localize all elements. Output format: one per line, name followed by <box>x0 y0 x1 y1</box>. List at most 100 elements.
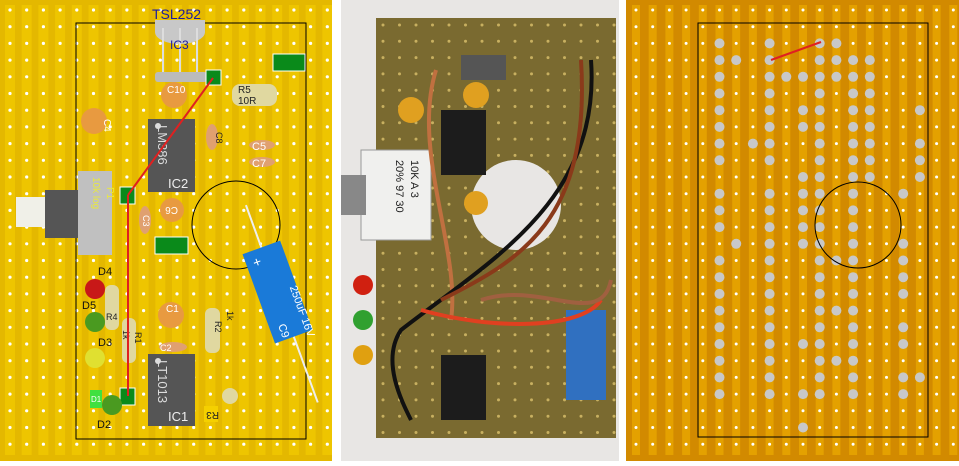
hole <box>108 375 112 379</box>
hole <box>651 392 655 396</box>
potentiometer-p1 <box>78 171 112 255</box>
solder-joint <box>714 322 725 333</box>
hole <box>258 442 263 446</box>
solder-joint <box>814 389 825 400</box>
hole <box>431 268 434 271</box>
hole <box>885 259 888 262</box>
hole <box>431 39 434 43</box>
hole <box>513 316 517 320</box>
hole <box>801 92 805 95</box>
solder-joint <box>848 255 859 266</box>
hole <box>414 300 418 304</box>
hole <box>579 284 583 288</box>
hole <box>25 125 29 129</box>
hole <box>530 365 533 369</box>
hole <box>41 425 46 430</box>
hole <box>935 108 939 112</box>
hole <box>834 92 838 95</box>
hole <box>634 108 638 112</box>
hole <box>563 88 566 92</box>
hole <box>258 8 263 12</box>
hole <box>192 292 196 296</box>
hole <box>192 325 196 329</box>
strip <box>648 5 657 455</box>
hole <box>718 426 721 429</box>
hole <box>634 75 638 79</box>
hole <box>309 442 313 446</box>
hole <box>868 225 872 229</box>
hole <box>530 300 533 304</box>
strip <box>832 5 841 455</box>
solder-joint <box>814 272 825 283</box>
hole <box>108 158 112 162</box>
hole <box>292 158 296 162</box>
c10-label: C10 <box>167 85 186 96</box>
hole <box>530 414 533 418</box>
hole <box>225 409 229 413</box>
hole <box>325 309 329 313</box>
hole <box>381 88 385 92</box>
hole <box>801 142 805 146</box>
hole <box>497 88 500 92</box>
hole <box>951 208 955 212</box>
hole <box>734 342 738 346</box>
hole <box>242 342 246 346</box>
solder-joint <box>848 372 859 383</box>
hole <box>784 426 788 429</box>
hole <box>834 342 838 346</box>
hole <box>497 121 500 125</box>
copper-svg <box>626 0 959 461</box>
hole <box>41 258 46 263</box>
hole <box>596 235 599 239</box>
hole <box>325 142 329 146</box>
hole <box>431 121 434 125</box>
hole <box>192 342 196 346</box>
hole <box>935 375 939 379</box>
hole <box>563 382 566 386</box>
hole <box>935 309 939 313</box>
hole <box>242 158 246 162</box>
solder-joint <box>831 38 842 49</box>
hole <box>275 158 279 162</box>
hole <box>381 365 385 369</box>
hole <box>414 431 418 434</box>
hole <box>275 125 279 129</box>
hole <box>834 292 838 296</box>
hole <box>751 342 755 346</box>
hole <box>309 275 313 279</box>
hole <box>885 225 888 229</box>
hole <box>431 202 434 206</box>
hole <box>651 108 655 112</box>
hole <box>918 208 922 212</box>
solder-joint <box>848 339 859 349</box>
hole <box>834 242 838 246</box>
hole <box>546 268 550 271</box>
hole <box>158 192 162 196</box>
hole <box>563 153 566 157</box>
hole <box>175 108 179 112</box>
hole <box>901 225 905 229</box>
hole <box>718 242 721 246</box>
hole <box>951 58 955 62</box>
hole <box>8 75 12 79</box>
solder-joint <box>798 339 808 349</box>
hole <box>325 292 329 296</box>
hole <box>612 105 616 108</box>
hole <box>651 426 655 429</box>
hole <box>325 375 329 379</box>
hole <box>734 125 738 129</box>
hole <box>108 425 112 430</box>
hole <box>142 325 146 329</box>
hole <box>192 8 196 12</box>
hole <box>8 242 12 246</box>
hole <box>91 142 96 146</box>
hole <box>667 442 671 446</box>
hole <box>634 208 638 212</box>
hole <box>225 75 229 79</box>
solder-joint <box>714 138 725 149</box>
hole <box>258 58 263 62</box>
hole <box>951 108 955 112</box>
hole <box>885 58 888 62</box>
ic1-ref-label: IC1 <box>168 409 188 424</box>
solder-joint <box>864 55 875 66</box>
